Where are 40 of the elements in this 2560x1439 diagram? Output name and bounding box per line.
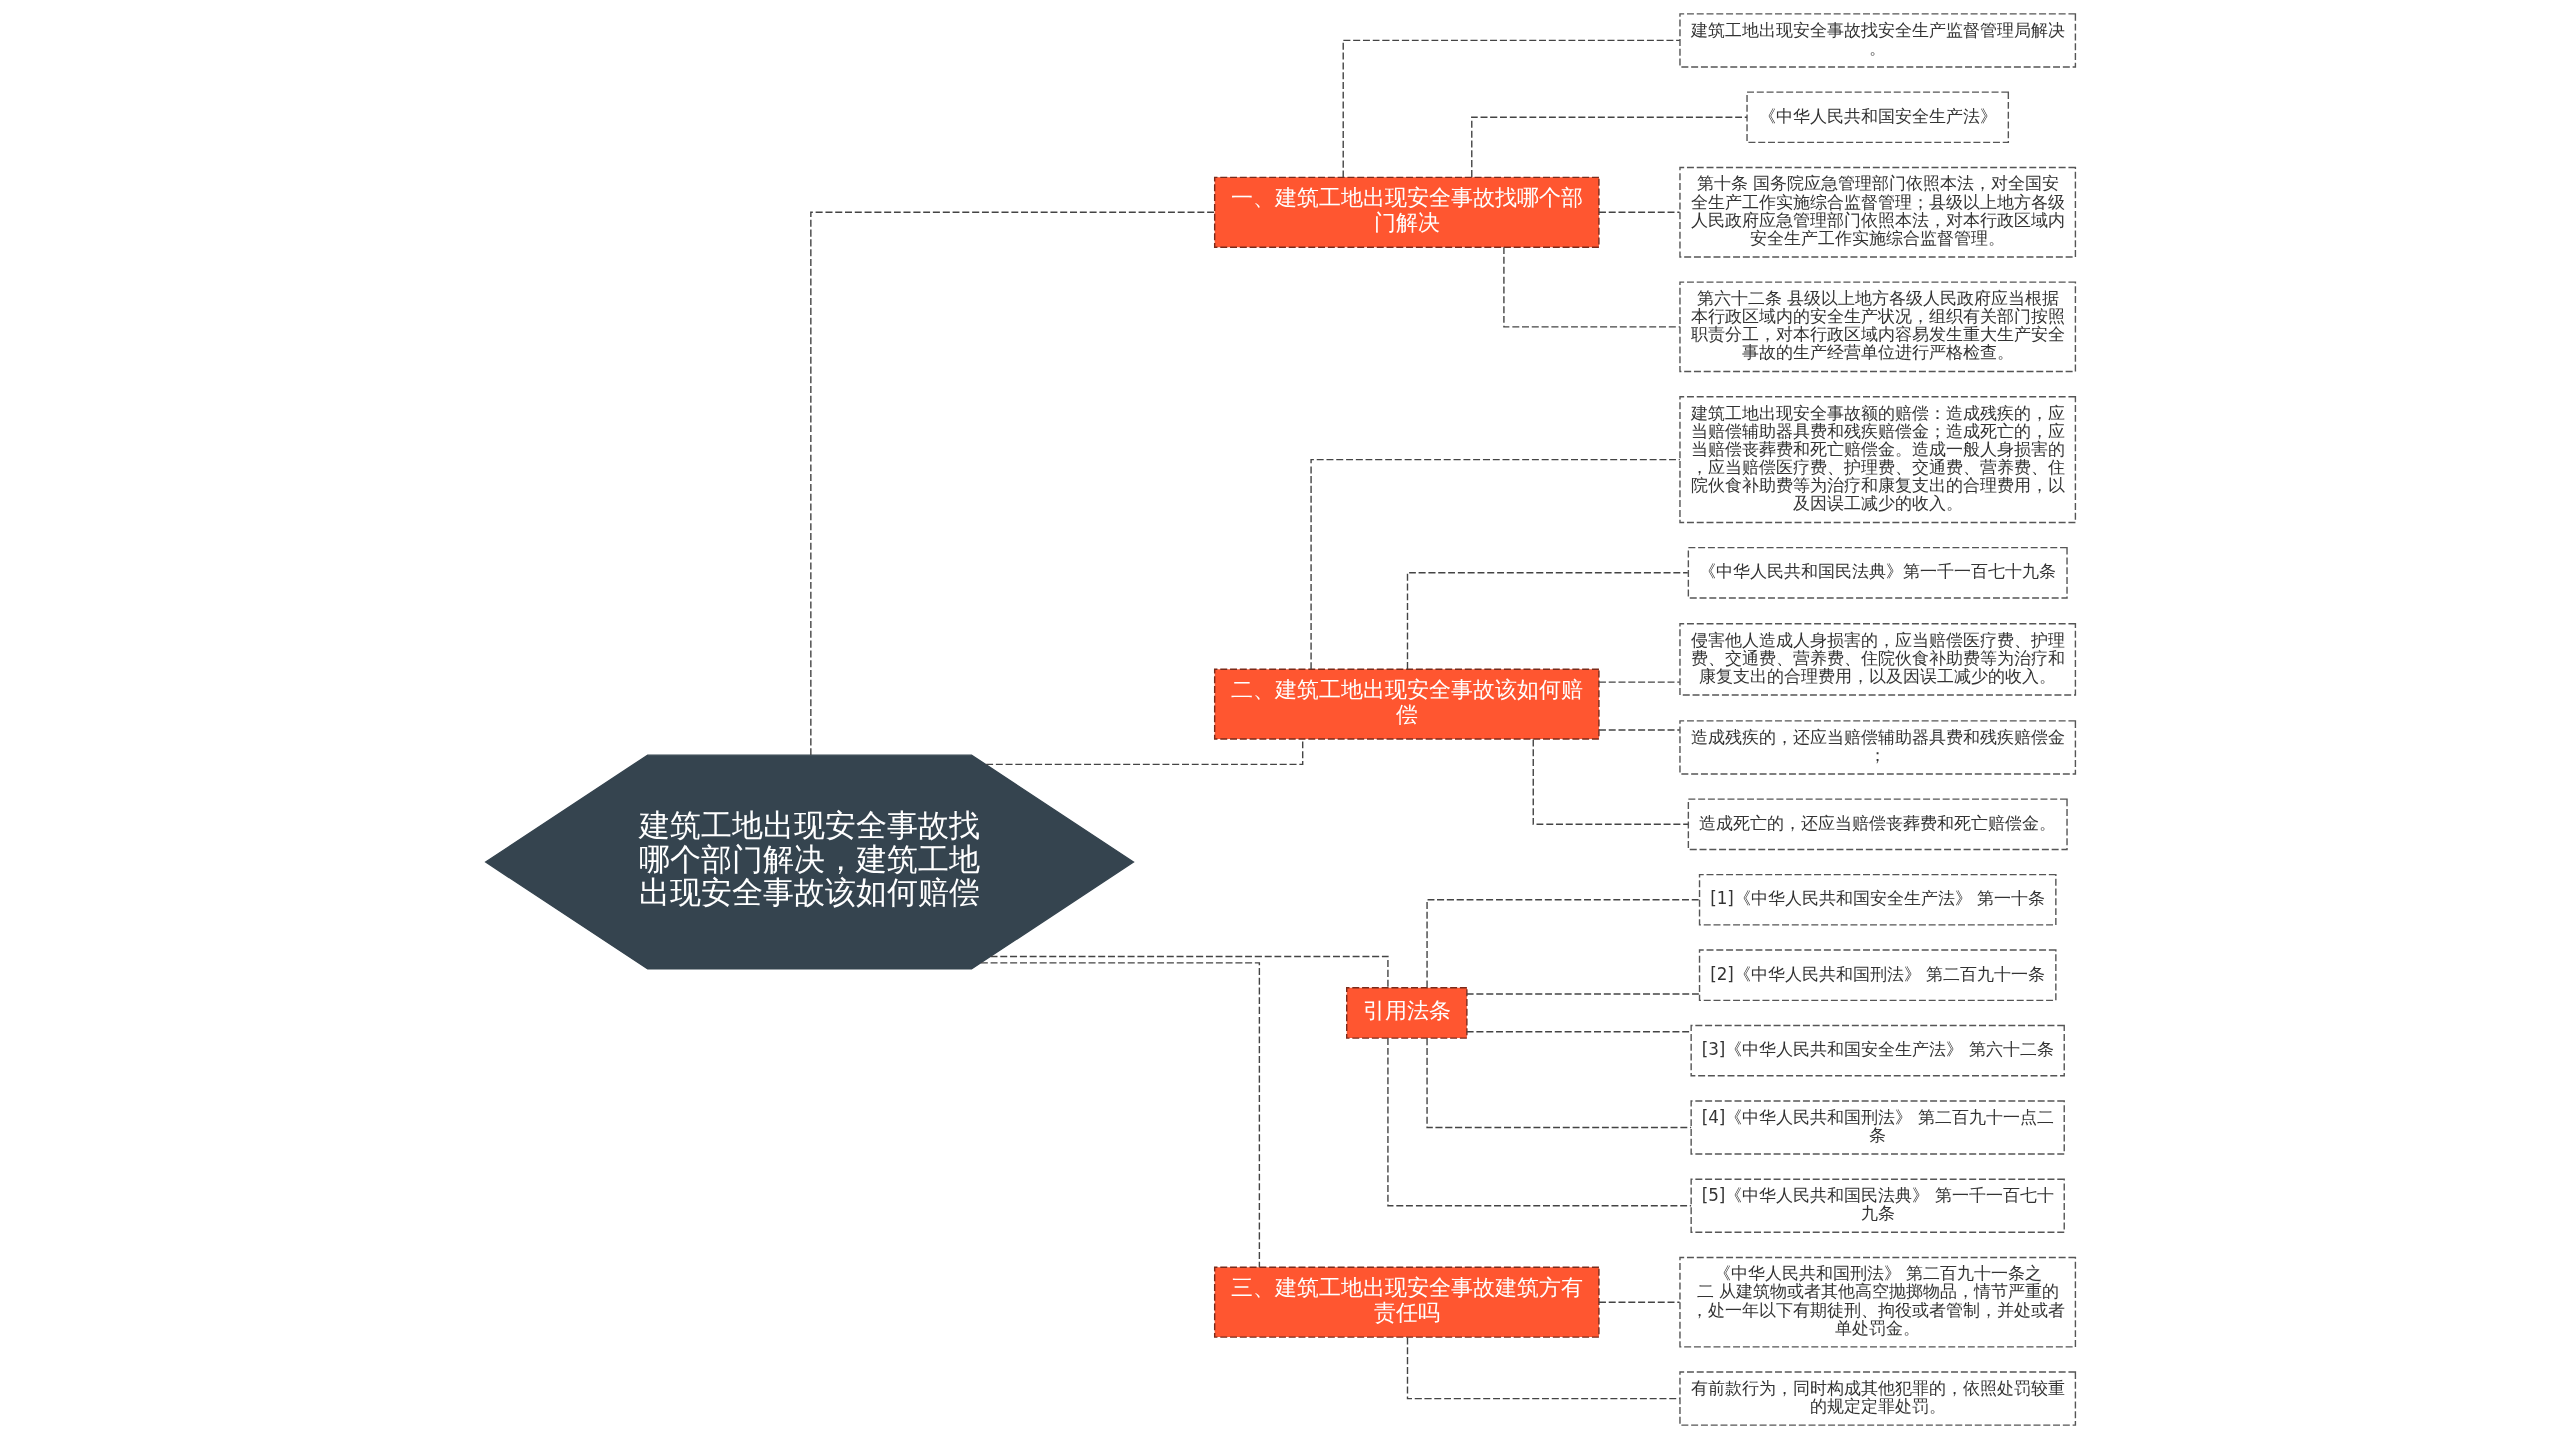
- connector: [1597, 1301, 1680, 1303]
- connector: [1597, 211, 1680, 213]
- connector: [979, 962, 1260, 1268]
- node-box: 三、建筑工地出现安全事故建筑方有责任吗: [1213, 1266, 1600, 1338]
- node-box: 建筑工地出现安全事故找安全生产监督管理局解决。: [1678, 13, 2076, 68]
- connector: [1425, 1037, 1692, 1129]
- node-box: 《中华人民共和国民法典》第一千一百七十九条: [1687, 546, 2068, 599]
- connector: [1465, 1031, 1692, 1033]
- connector: [1502, 246, 1681, 328]
- connector: [1465, 993, 1700, 995]
- node-box: [3]《中华人民共和国安全生产法》 第六十二条: [1689, 1024, 2065, 1077]
- node-box: [1]《中华人民共和国安全生产法》 第一十条: [1698, 873, 2057, 926]
- connector: [809, 211, 1215, 756]
- node-box: [5]《中华人民共和国民法典》 第一千一百七十九条: [1689, 1178, 2065, 1233]
- connector: [1597, 681, 1680, 683]
- node-box: 造成死亡的，还应当赔偿丧葬费和死亡赔偿金。: [1687, 798, 2068, 851]
- node-box: 二、建筑工地出现安全事故该如何赔偿: [1213, 668, 1600, 740]
- node-box: 建筑工地出现安全事故额的赔偿：造成残疾的，应当赔偿辅助器具费和残疾赔偿金；造成死亡的，应当赔偿丧葬费和死亡赔偿金。造成一般人身损害的，应当赔偿医疗费、护理费、交通费、营养费、住院伙食补助费等为治疗和康复支出的合理费用，以及因误工减少的收入。: [1678, 396, 2076, 524]
- node-box: 第六十二条 县级以上地方各级人民政府应当根据本行政区域内的安全生产状况，组织有关部门按照职责分工，对本行政区域内容易发生重大生产安全事故的生产经营单位进行严格检查。: [1678, 281, 2076, 373]
- connector: [1406, 1336, 1680, 1400]
- node-box: 造成残疾的，还应当赔偿辅助器具费和残疾赔偿金；: [1678, 720, 2076, 775]
- connector: [1309, 458, 1681, 670]
- connector: [1425, 899, 1700, 988]
- connector: [1342, 39, 1680, 178]
- connector: [1406, 572, 1688, 670]
- node-box: [2]《中华人民共和国刑法》 第二百九十一条: [1698, 949, 2057, 1002]
- connector: [1532, 738, 1689, 825]
- node-box: 引用法条: [1345, 987, 1468, 1039]
- connector: [1470, 116, 1748, 178]
- node-box: 《中华人民共和国刑法》 第二百九十一条之二 从建筑物或者其他高空抛掷物品，情节严重的，处一年以下有期徒刑、拘役或者管制，并处或者单处罚金。: [1678, 1256, 2076, 1348]
- connector: [985, 738, 1303, 766]
- node-box: 一、建筑工地出现安全事故找哪个部门解决: [1213, 176, 1600, 248]
- connector: [1597, 729, 1680, 731]
- node-box: 《中华人民共和国安全生产法》: [1745, 91, 2009, 144]
- connector: [1386, 1037, 1692, 1207]
- node-box: 第十条 国务院应急管理部门依照本法，对全国安全生产工作实施综合监督管理；县级以上地方各级人民政府应急管理部门依照本法，对本行政区域内安全生产工作实施综合监督管理。: [1678, 166, 2076, 258]
- connector: [989, 955, 1389, 989]
- node-box: 有前款行为，同时构成其他犯罪的，依照处罚较重的规定定罪处罚。: [1678, 1371, 2076, 1426]
- node-box: 侵害他人造成人身损害的，应当赔偿医疗费、护理费、交通费、营养费、住院伙食补助费等为治疗和康复支出的合理费用，以及因误工减少的收入。: [1678, 623, 2076, 696]
- node-box: [4]《中华人民共和国刑法》 第二百九十一点二条: [1689, 1100, 2065, 1155]
